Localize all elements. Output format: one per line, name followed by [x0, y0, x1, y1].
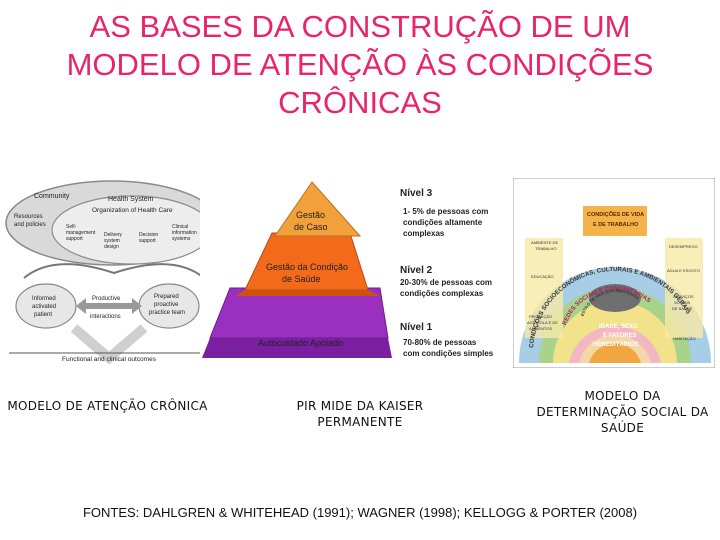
ccm-decision-2: support	[139, 238, 156, 244]
ccm-self-mgmt-3: support	[66, 236, 83, 242]
ccm-resources-1: Resources	[14, 214, 43, 220]
caption-sd-line-1: MODELO DA	[584, 389, 661, 403]
sources-footer: FONTES: DAHLGREN & WHITEHEAD (1991); WAG…	[82, 505, 638, 520]
ccm-decision-1: Decision	[139, 232, 158, 238]
ccm-interactions-2: interactions	[90, 314, 121, 320]
sd-work-env-1: AMBIENTE DE	[531, 240, 558, 245]
ccm-interactions-1: Productive	[92, 296, 121, 302]
sd-water: ÁGUA E ESGOTO	[667, 268, 700, 273]
ccm-delivery-3: design	[104, 244, 119, 250]
sd-health-2: SOCIAIS	[674, 300, 691, 305]
kaiser-top-label-2: de Caso	[294, 222, 328, 232]
kaiser-level2-desc-2: condições complexas	[400, 289, 484, 298]
ccm-outcomes: Functional and clinical outcomes	[62, 356, 157, 363]
caption-social-determination: MODELO DA DETERMINAÇÃO SOCIAL DA SAÚDE	[530, 388, 715, 436]
sd-health-1: SERVIÇOS	[673, 294, 694, 299]
sd-health-3: DE SAÚDE	[672, 306, 693, 311]
ccm-delivery-1: Delivery	[104, 232, 123, 238]
ccm-self-mgmt-2: management	[66, 230, 96, 236]
caption-kaiser-line-2: PERMANENTE	[317, 415, 403, 429]
sd-center-3: HEREDITÁRIOS	[593, 341, 638, 348]
sd-education: EDUCAÇÃO	[531, 274, 554, 279]
caption-kaiser: PIR MIDE DA KAISER PERMANENTE	[260, 398, 460, 430]
kaiser-level3-desc-1: 1- 5% de pessoas com	[403, 207, 488, 216]
kaiser-level1-desc-2: com condições simples	[403, 349, 494, 358]
kaiser-pyramid-figure: Gestão de Caso Gestão da Condição de Saú…	[200, 178, 500, 368]
title-line-3: CRÔNICAS	[278, 85, 442, 120]
title-line-1: AS BASES DA CONSTRUÇÃO DE UM	[89, 9, 631, 44]
sd-food-1: PRODUÇÃO	[529, 314, 552, 319]
ccm-org-health-care: Organization of Health Care	[92, 207, 173, 214]
social-determination-diagram: CONDIÇÕES SOCIOECONÔMICAS, CULTURAIS E A…	[512, 177, 716, 369]
kaiser-level3-desc-3: complexas	[403, 229, 445, 238]
title-line-2: MODELO DE ATENÇÃO ÀS CONDIÇÕES	[66, 47, 654, 82]
sd-living-1: CONDIÇÕES DE VIDA	[587, 211, 644, 218]
kaiser-level3-desc-2: condições altamente	[403, 218, 483, 227]
kaiser-top-label-1: Gestão	[296, 210, 325, 220]
kaiser-level2: Nível 2	[400, 265, 433, 276]
ccm-clinical-2: information	[172, 230, 197, 236]
ccm-delivery-2: system	[104, 238, 120, 244]
caption-sd-line-3: SAÚDE	[600, 421, 645, 435]
kaiser-mid-label-2: de Saúde	[282, 274, 321, 284]
page-title: AS BASES DA CONSTRUÇÃO DE UM MODELO DE A…	[20, 8, 700, 122]
kaiser-level1-desc-1: 70-80% de pessoas	[403, 338, 477, 347]
ccm-team-2: proactive	[154, 302, 179, 308]
ccm-clinical-3: systems	[172, 236, 191, 242]
social-determination-figure: CONDIÇÕES SOCIOECONÔMICAS, CULTURAIS E A…	[512, 177, 716, 369]
kaiser-level2-desc-1: 20-30% de pessoas com	[400, 278, 492, 287]
sd-center-2: E FATORES	[603, 333, 636, 339]
sd-unemployment: DESEMPREGO	[669, 244, 698, 249]
ccm-community: Community	[34, 193, 70, 200]
sd-living-2: E DE TRABALHO	[593, 222, 639, 228]
ccm-team-3: practice team	[149, 310, 185, 316]
sd-housing: HABITAÇÃO	[673, 336, 696, 341]
ccm-patient-3: patient	[34, 312, 52, 318]
sd-food-2: AGRÍCOLA E DE	[527, 320, 558, 325]
sd-center-1: IDADE, SEXO	[599, 324, 638, 330]
chronic-care-model-figure: Community Health System Organization of …	[4, 178, 226, 365]
ccm-team-1: Prepared	[154, 294, 179, 300]
sd-food-3: ALIMENTOS	[529, 326, 552, 331]
kaiser-level1: Nível 1	[400, 322, 433, 333]
chronic-care-model-diagram: Community Health System Organization of …	[4, 178, 226, 365]
sd-work-env-2: TRABALHO	[535, 246, 557, 251]
kaiser-mid-label-1: Gestão da Condição	[266, 262, 348, 272]
caption-chronic-care: MODELO DE ATENÇÃO CRÔNICA	[7, 399, 208, 413]
caption-sd-line-2: DETERMINAÇÃO SOCIAL DA	[536, 405, 709, 419]
caption-kaiser-line-1: PIR MIDE DA KAISER	[296, 399, 424, 413]
ccm-self-mgmt-1: Self-	[66, 224, 77, 230]
ccm-health-system: Health System	[108, 196, 154, 203]
kaiser-pyramid-diagram: Gestão de Caso Gestão da Condição de Saú…	[200, 178, 500, 368]
ccm-resources-2: and policies	[14, 222, 46, 228]
ccm-clinical-1: Clinical	[172, 224, 188, 230]
ccm-patient-1: Informed	[32, 296, 56, 302]
kaiser-level3: Nível 3	[400, 188, 433, 199]
ccm-patient-2: activated	[32, 304, 56, 310]
kaiser-base-label: Autocuidado Apoiado	[258, 338, 343, 348]
